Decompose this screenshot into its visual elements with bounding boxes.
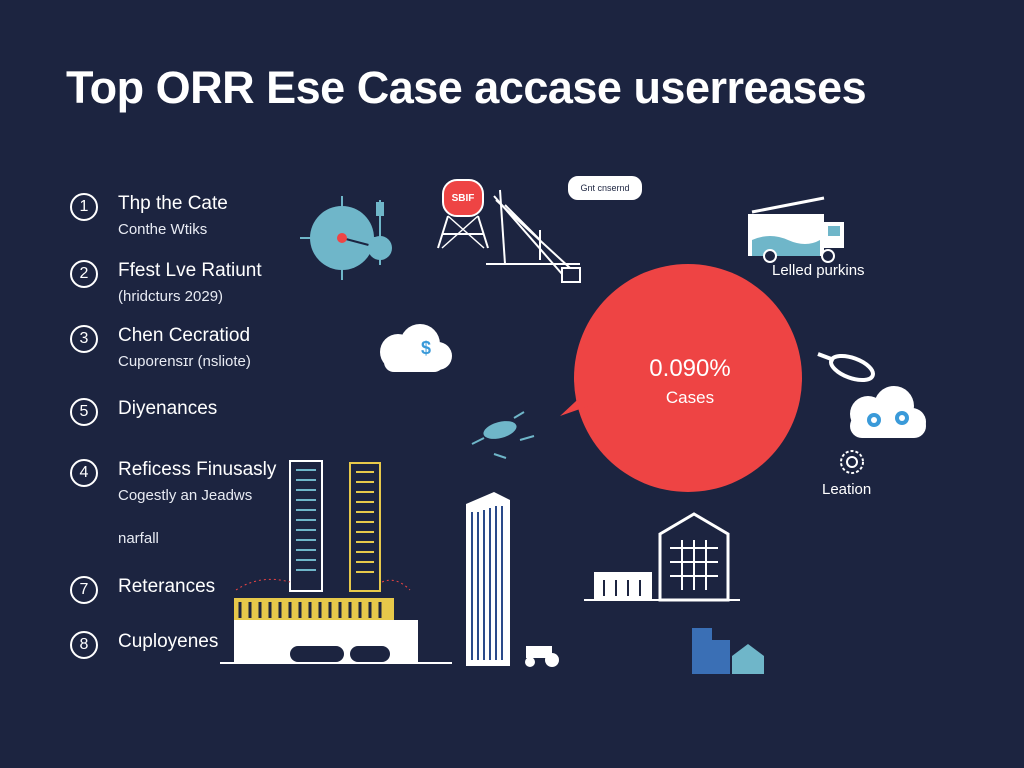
number-badge: 2 — [70, 260, 98, 288]
list-item-subtitle: Conthe Wtiks — [118, 221, 208, 238]
tractor-icon — [525, 646, 559, 667]
truck-icon — [748, 196, 844, 263]
number-badge: 7 — [70, 576, 98, 604]
key-icon — [817, 352, 875, 383]
number-badge: 8 — [70, 631, 98, 659]
tower-icon — [466, 492, 510, 666]
number-badge: 4 — [70, 459, 98, 487]
list-item-subtitle: Cogestly an Jeadws — [118, 487, 253, 504]
svg-text:$: $ — [421, 338, 431, 358]
cloud-dollar-icon: $ — [380, 324, 452, 372]
list-item-subtitle: narfall — [118, 530, 159, 547]
tank-label: SBIF — [452, 193, 475, 204]
location-label: Leation — [822, 481, 872, 498]
crane-icon — [486, 189, 581, 283]
list-item-title: Chen Cecratiod — [118, 325, 251, 346]
list-item-subtitle: (hridcturs 2029) — [118, 288, 224, 305]
speech-bubble-icon: Gnt cnsernd — [566, 174, 644, 202]
number-badge: 3 — [70, 325, 98, 353]
skyscraper-icon — [289, 460, 381, 592]
list-item-title: Reterances — [118, 576, 216, 597]
location-pin-icon — [840, 450, 864, 474]
stat-label: Cases — [665, 388, 715, 407]
cloud-gears-icon — [850, 386, 926, 438]
list-item-title: Cuployenes — [118, 631, 219, 652]
list-item-title: Thp the Cate — [118, 193, 228, 214]
list-item-title: Reficess Finusasly — [118, 459, 277, 480]
water-tower-icon — [437, 179, 489, 249]
stat-bubble — [560, 264, 802, 492]
factory-icon — [220, 578, 452, 664]
compass-icon — [300, 196, 392, 280]
list-item-title: Diyenances — [118, 398, 218, 419]
page-title: Top ORR Ese Case accase userreases — [66, 62, 867, 113]
list-item-subtitle: Cuporensɪr (nsliote) — [118, 353, 251, 370]
truck-label: Lelled purkins — [772, 262, 865, 279]
number-badge: 5 — [70, 398, 98, 426]
drone-icon — [471, 411, 535, 459]
stat-value: 0.090% — [649, 355, 731, 382]
number-badge: 1 — [70, 193, 98, 221]
building-icon — [584, 512, 764, 674]
list-item-title: Ffest Lve Ratiunt — [118, 260, 262, 281]
